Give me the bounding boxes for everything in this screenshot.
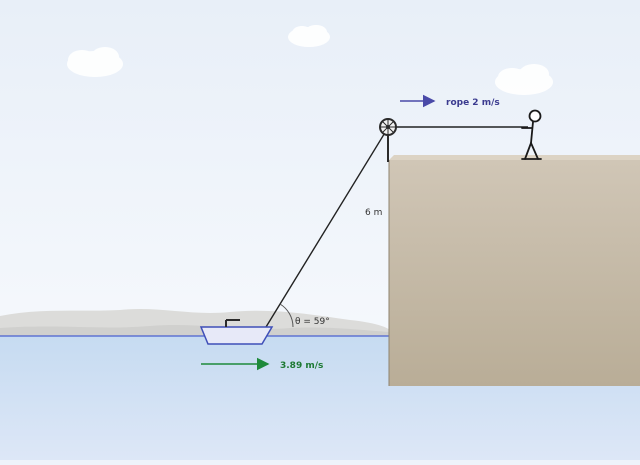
angle-label: θ = 59° <box>295 317 330 327</box>
rope-diagonal <box>265 130 387 328</box>
cloud-icon <box>288 25 330 47</box>
cliff <box>388 155 640 386</box>
pulley-icon <box>379 118 397 136</box>
boat-icon <box>199 319 274 345</box>
person-figure <box>521 109 542 160</box>
near-hills <box>0 325 390 336</box>
cloud-icon <box>495 64 553 95</box>
cloud-icon <box>67 47 123 77</box>
angle-arc <box>279 303 294 328</box>
boat-speed-label: 3.89 m/s <box>280 361 323 371</box>
rope-speed-label: rope 2 m/s <box>446 98 500 108</box>
height-label: 6 m <box>365 208 382 218</box>
